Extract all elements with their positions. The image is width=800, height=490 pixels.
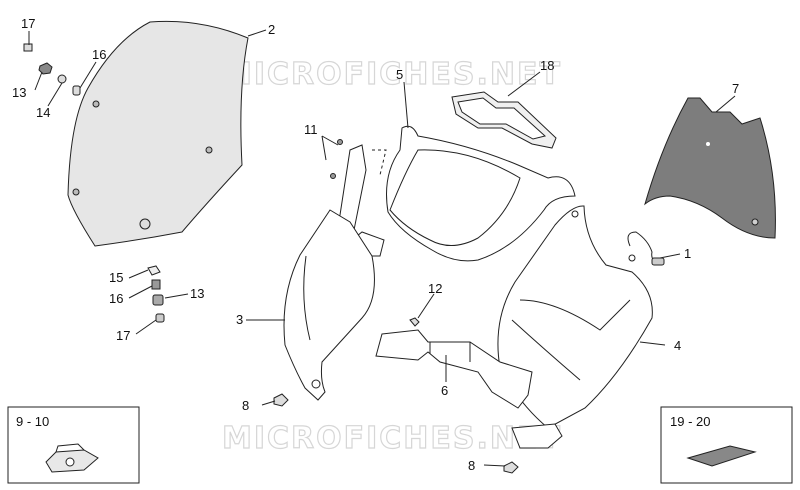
callout-6: 6 — [441, 383, 448, 398]
inset-box-9-10: 9 - 10 — [7, 406, 140, 484]
callout-14: 14 — [36, 105, 50, 120]
hardware-screws — [23, 43, 519, 474]
windscreen-part — [67, 20, 249, 247]
inset-box-19-20: 19 - 20 — [660, 406, 793, 484]
callout-12: 12 — [428, 281, 442, 296]
callout-numbers: 17 13 14 16 2 5 18 7 11 1 15 16 13 17 12… — [12, 16, 739, 473]
callout-7: 7 — [732, 81, 739, 96]
callout-17-bottom: 17 — [116, 328, 130, 343]
callout-8-bottom: 8 — [468, 458, 475, 473]
callout-13-bottom: 13 — [190, 286, 204, 301]
callout-16-top: 16 — [92, 47, 106, 62]
right-fairing-part — [497, 205, 653, 449]
callout-15: 15 — [109, 270, 123, 285]
gasket-part — [451, 91, 557, 149]
watermark-top: MICROFICHES.NET — [222, 57, 562, 92]
leader-lines — [28, 29, 736, 467]
inset-9-10-label: 9 - 10 — [16, 414, 49, 429]
cable-part — [627, 231, 665, 266]
inset-19-20-label: 19 - 20 — [670, 414, 710, 429]
callout-4: 4 — [674, 338, 681, 353]
callout-2: 2 — [268, 22, 275, 37]
upper-fairing-part — [386, 125, 576, 262]
watermark-bottom: MICROFICHES.NET — [222, 421, 562, 456]
callout-5: 5 — [396, 67, 403, 82]
callout-18: 18 — [540, 58, 554, 73]
lower-bracket-part — [375, 329, 533, 409]
callout-11: 11 — [304, 122, 318, 137]
callout-8-left: 8 — [242, 398, 249, 413]
callout-16-bottom: 16 — [109, 291, 123, 306]
callout-1: 1 — [684, 246, 691, 261]
inner-panel-part — [644, 97, 776, 239]
left-fairing-part — [283, 209, 375, 401]
callout-17-top: 17 — [21, 16, 35, 31]
callout-3: 3 — [236, 312, 243, 327]
callout-13-left: 13 — [12, 85, 26, 100]
